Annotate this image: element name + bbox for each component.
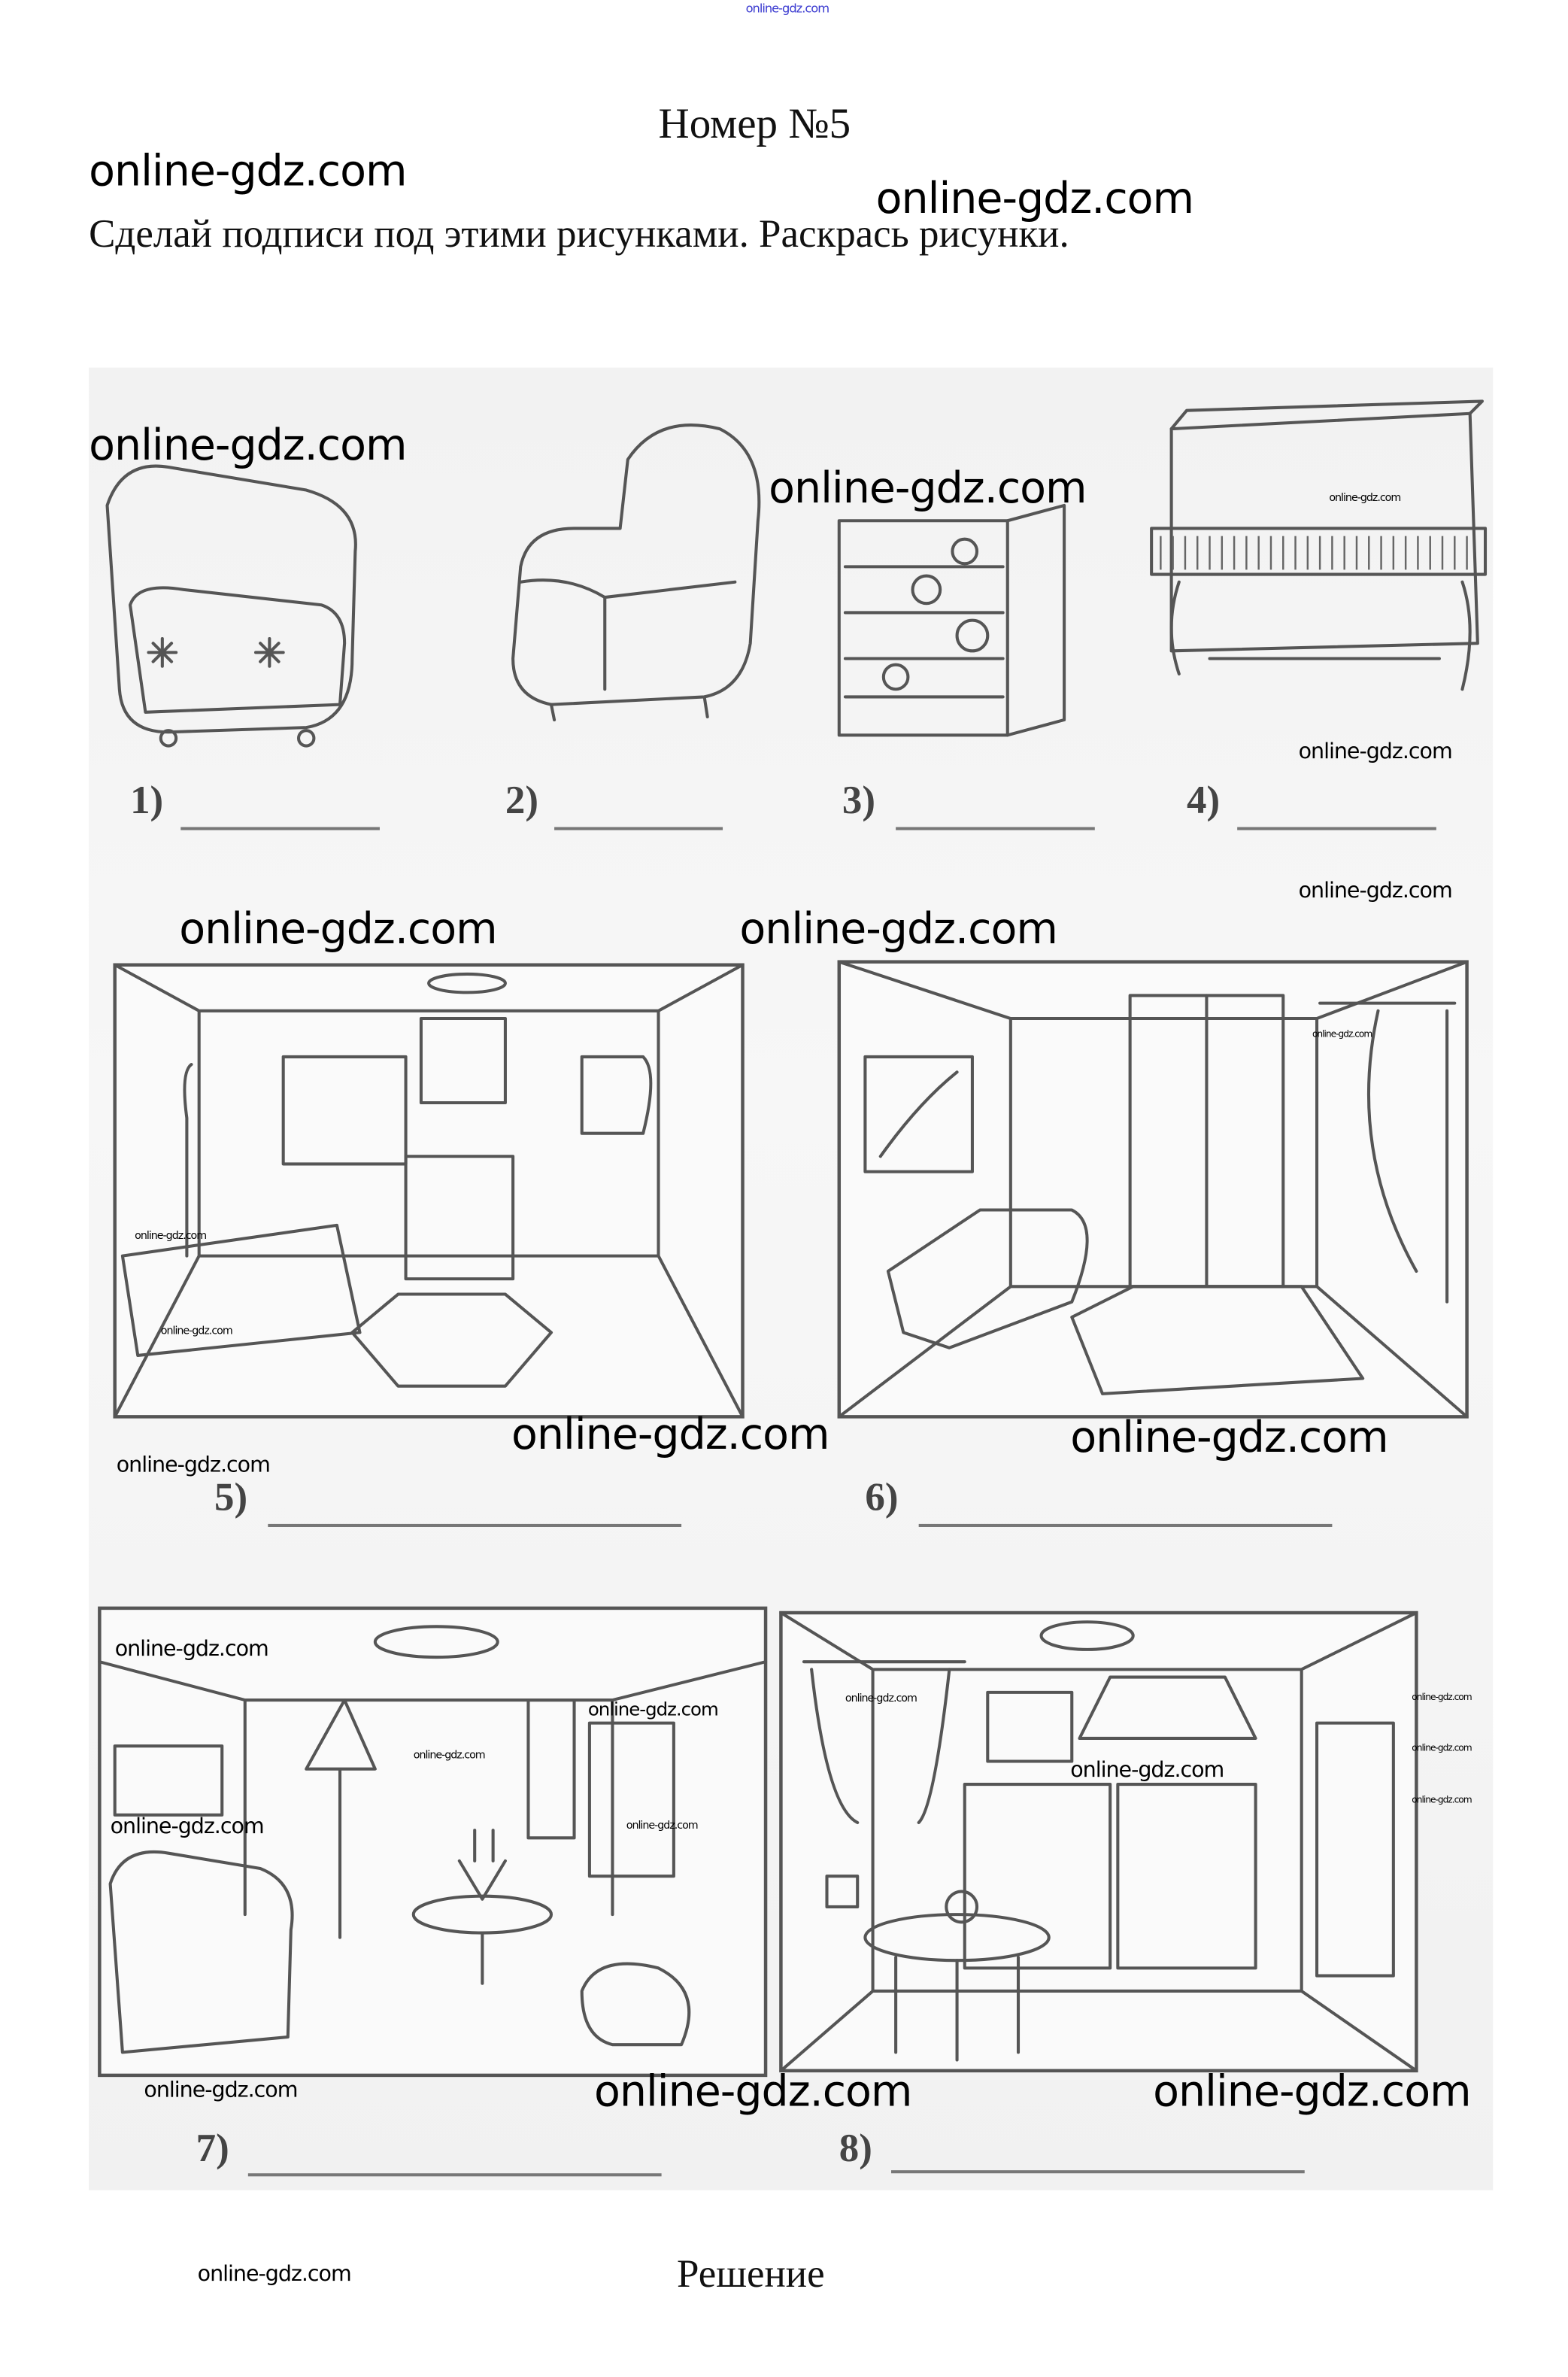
watermark: online-gdz.com [1298, 739, 1453, 765]
fridge-drawing [837, 503, 1066, 737]
living-room-drawing [98, 1606, 768, 2078]
watermark: online-gdz.com [1412, 1795, 1472, 1806]
watermark: online-gdz.com [135, 1229, 207, 1243]
watermark: online-gdz.com [116, 1453, 271, 1478]
watermark: online-gdz.com [769, 462, 1087, 514]
solution-heading: Решение [676, 2251, 825, 2297]
item-number: 7) [196, 2126, 229, 2171]
watermark: online-gdz.com [875, 173, 1194, 224]
watermark: online-gdz.com [413, 1749, 486, 1762]
watermark: online-gdz.com [626, 1819, 699, 1832]
watermark: online-gdz.com [179, 903, 497, 955]
bedroom-drawing [837, 960, 1469, 1419]
watermark: online-gdz.com [114, 1637, 269, 1662]
item-number: 8) [839, 2126, 872, 2171]
watermark: online-gdz.com [745, 2, 830, 16]
watermark: online-gdz.com [89, 145, 407, 196]
instruction-text: Сделай подписи под этими рисунками. Раск… [89, 211, 1069, 257]
item-number: 1) [130, 778, 164, 823]
watermark: online-gdz.com [1298, 879, 1453, 904]
answer-line[interactable] [180, 827, 380, 830]
watermark: online-gdz.com [845, 1692, 917, 1705]
answer-line[interactable] [896, 827, 1095, 830]
watermark: online-gdz.com [1070, 1758, 1224, 1784]
watermark: online-gdz.com [587, 1699, 719, 1720]
answer-line[interactable] [918, 1523, 1333, 1527]
item-number: 3) [842, 778, 875, 823]
watermark: online-gdz.com [1070, 1412, 1388, 1463]
answer-line[interactable] [554, 827, 723, 830]
watermark: online-gdz.com [197, 2262, 352, 2287]
bathroom-drawing [113, 963, 745, 1419]
watermark: online-gdz.com [144, 2078, 298, 2103]
watermark: online-gdz.com [1153, 2066, 1471, 2117]
kitchen-drawing [779, 1610, 1418, 2073]
answer-line[interactable] [1237, 827, 1436, 830]
page-title: Номер №5 [658, 101, 851, 149]
watermark: online-gdz.com [739, 903, 1057, 955]
watermark: online-gdz.com [89, 419, 407, 471]
watermark: online-gdz.com [1312, 1029, 1372, 1040]
answer-line[interactable] [247, 2173, 662, 2177]
watermark: online-gdz.com [110, 1814, 265, 1840]
watermark: online-gdz.com [594, 2066, 912, 2117]
watermark: online-gdz.com [1412, 1743, 1472, 1754]
watermark: online-gdz.com [1329, 491, 1401, 504]
piano-drawing [1150, 399, 1488, 691]
sofa-drawing [105, 464, 357, 748]
answer-line[interactable] [268, 1523, 682, 1527]
armchair-drawing [511, 423, 761, 722]
watermark: online-gdz.com [160, 1325, 233, 1337]
item-number: 5) [214, 1474, 248, 1519]
answer-line[interactable] [891, 2170, 1305, 2174]
item-number: 6) [865, 1474, 899, 1519]
watermark: online-gdz.com [1412, 1692, 1472, 1704]
item-number: 2) [505, 778, 539, 823]
item-number: 4) [1186, 778, 1221, 823]
watermark: online-gdz.com [511, 1409, 829, 1460]
